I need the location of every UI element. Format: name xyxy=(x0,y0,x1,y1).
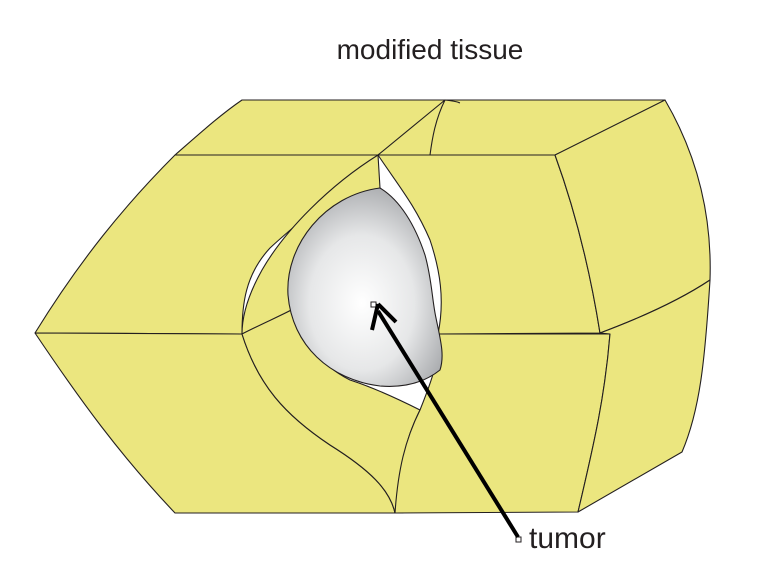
diagram-title: modified tissue xyxy=(336,34,524,65)
arrow-head-icon xyxy=(370,302,398,331)
seam-top-inner xyxy=(444,99,461,104)
tissue-block-right-lower xyxy=(577,279,711,513)
tumor-pointer-arrow xyxy=(376,309,520,539)
tumor-label: tumor xyxy=(529,522,606,555)
arrow-tip-marker xyxy=(370,301,377,308)
arrow-tail-marker xyxy=(515,536,522,543)
